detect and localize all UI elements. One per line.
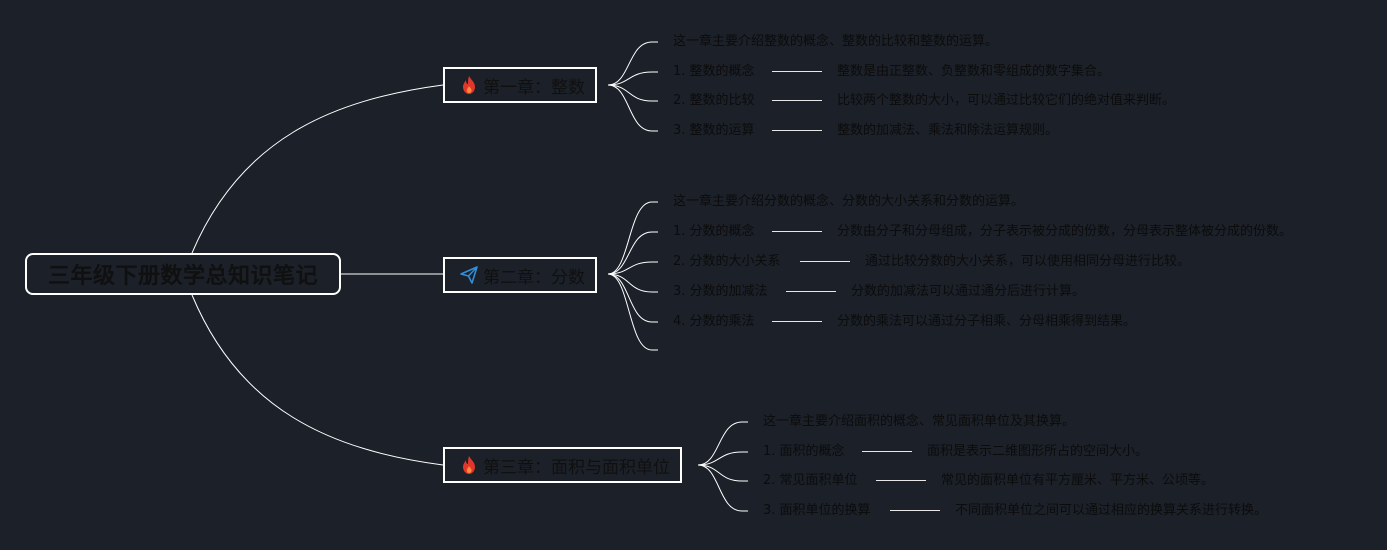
topic-label[interactable]: 3. 面积单位的换算 bbox=[763, 503, 871, 518]
topic-description[interactable]: 分数由分子和分母组成，分子表示被分成的份数，分母表示整体被分成的份数。 bbox=[837, 224, 1293, 239]
chapter-3-branch-edge bbox=[697, 464, 748, 512]
topic-connector bbox=[876, 480, 926, 481]
chapter-1-branch-edge bbox=[607, 84, 658, 102]
topic-label[interactable]: 1. 面积的概念 bbox=[763, 444, 845, 459]
root-node[interactable]: 三年级下册数学总知识笔记 bbox=[25, 253, 341, 295]
topic-description[interactable]: 整数的加减法、乘法和除法运算规则。 bbox=[837, 123, 1059, 138]
chapter-2-branch-edge bbox=[607, 273, 658, 293]
chapter-2-branch-edge bbox=[607, 201, 658, 275]
topic-description[interactable]: 分数的加减法可以通过通分后进行计算。 bbox=[851, 284, 1086, 299]
chapter-1-branch-edge bbox=[607, 84, 658, 132]
chapter-intro[interactable]: 这一章主要介绍整数的概念、整数的比较和整数的运算。 bbox=[673, 34, 999, 49]
topic-label[interactable]: 2. 常见面积单位 bbox=[763, 473, 858, 488]
fire-icon bbox=[459, 455, 479, 475]
chapter-node-2[interactable]: 第二章：分数 bbox=[443, 257, 597, 293]
topic-label[interactable]: 4. 分数的乘法 bbox=[673, 314, 755, 329]
topic-description[interactable]: 常见的面积单位有平方厘米、平方米、公顷等。 bbox=[941, 473, 1215, 488]
topic-description[interactable]: 比较两个整数的大小，可以通过比较它们的绝对值来判断。 bbox=[837, 93, 1176, 108]
fire-icon bbox=[459, 75, 479, 95]
chapter-node-3[interactable]: 第三章：面积与面积单位 bbox=[443, 447, 682, 483]
chapter-2-branch-edge bbox=[607, 273, 658, 323]
topic-label[interactable]: 3. 分数的加减法 bbox=[673, 284, 768, 299]
chapter-title: 第二章：分数 bbox=[483, 267, 585, 288]
topic-label[interactable]: 2. 分数的大小关系 bbox=[673, 254, 781, 269]
topic-connector bbox=[786, 291, 836, 292]
chapter-2-branch-edge bbox=[607, 231, 658, 275]
root-to-chapter-3-edge bbox=[191, 294, 444, 466]
root-title: 三年级下册数学总知识笔记 bbox=[47, 264, 318, 289]
chapter-2-branch-edge bbox=[607, 273, 658, 351]
root-to-chapter-1-edge bbox=[191, 84, 444, 254]
topic-label[interactable]: 2. 整数的比较 bbox=[673, 93, 755, 108]
chapter-1-branch-edge bbox=[607, 71, 658, 86]
topic-description[interactable]: 不同面积单位之间可以通过相应的换算关系进行转换。 bbox=[955, 503, 1268, 518]
chapter-3-branch-edge bbox=[697, 421, 748, 466]
chapter-node-1[interactable]: 第一章：整数 bbox=[443, 67, 597, 103]
paper-plane-icon bbox=[459, 265, 479, 285]
topic-connector bbox=[772, 321, 822, 322]
chapter-title: 第一章：整数 bbox=[483, 77, 585, 98]
topic-description[interactable]: 面积是表示二维图形所占的空间大小。 bbox=[927, 444, 1149, 459]
chapter-intro[interactable]: 这一章主要介绍面积的概念、常见面积单位及其换算。 bbox=[763, 414, 1076, 429]
chapter-3-branch-edge bbox=[697, 464, 748, 482]
topic-connector bbox=[800, 261, 850, 262]
chapter-2-branch-edge bbox=[607, 261, 658, 275]
topic-description[interactable]: 通过比较分数的大小关系，可以使用相同分母进行比较。 bbox=[865, 254, 1191, 269]
topic-connector bbox=[772, 231, 822, 232]
topic-connector bbox=[772, 130, 822, 131]
topic-connector bbox=[890, 510, 940, 511]
topic-description[interactable]: 整数是由正整数、负整数和零组成的数字集合。 bbox=[837, 64, 1111, 79]
topic-connector bbox=[772, 71, 822, 72]
chapter-title: 第三章：面积与面积单位 bbox=[483, 457, 670, 478]
chapter-intro[interactable]: 这一章主要介绍分数的概念、分数的大小关系和分数的运算。 bbox=[673, 194, 1025, 209]
topic-label[interactable]: 1. 分数的概念 bbox=[673, 224, 755, 239]
topic-label[interactable]: 1. 整数的概念 bbox=[673, 64, 755, 79]
topic-description[interactable]: 分数的乘法可以通过分子相乘、分母相乘得到结果。 bbox=[837, 314, 1137, 329]
topic-label[interactable]: 3. 整数的运算 bbox=[673, 123, 755, 138]
topic-connector bbox=[862, 451, 912, 452]
chapter-3-branch-edge bbox=[697, 451, 748, 466]
chapter-1-branch-edge bbox=[607, 41, 658, 86]
topic-connector bbox=[772, 100, 822, 101]
